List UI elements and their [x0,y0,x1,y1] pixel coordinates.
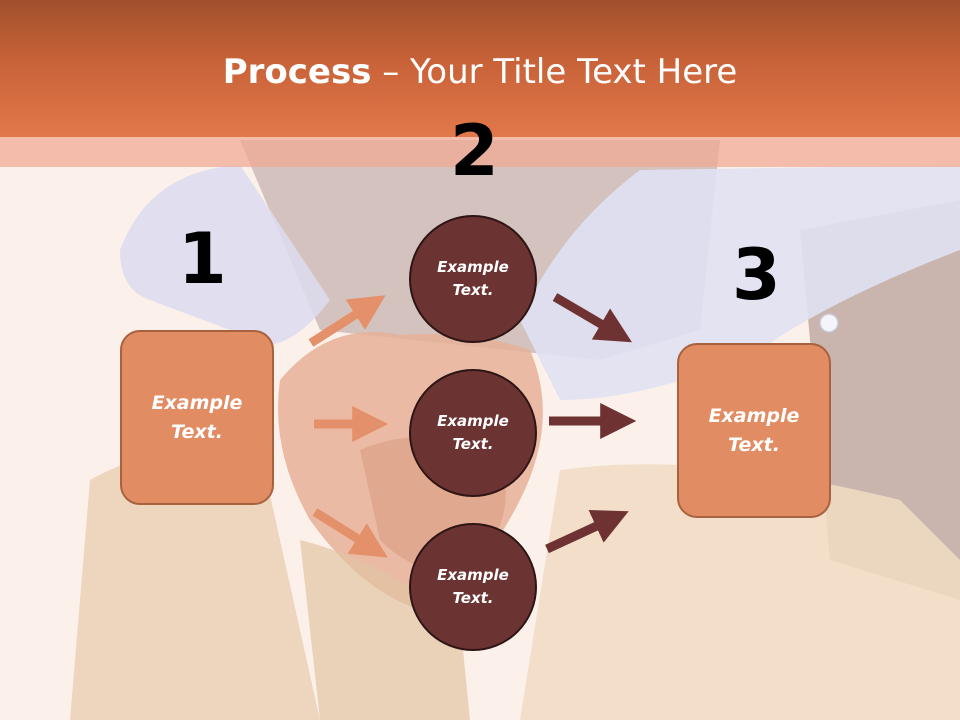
title-bold: Process [222,52,372,92]
step-1-box: Example Text. [120,330,274,505]
title-rest: – Your Title Text Here [371,52,738,92]
step-3-text: Example Text. [708,404,800,456]
arrow-top-to-3 [552,293,632,343]
arrow-bottom-to-3 [545,509,629,554]
step-number-2: 2 [450,110,499,192]
arrow-1-to-top [308,295,386,347]
circle-top-text: Example Text. [437,258,509,299]
circle-top: Example Text. [409,215,537,343]
step-number-1: 1 [178,218,227,300]
arrow-1-to-bottom [312,508,388,558]
circle-bottom-text: Example Text. [437,566,509,607]
title-strip [0,137,960,167]
step-number-3: 3 [732,234,781,316]
step-1-text: Example Text. [151,391,243,443]
step-3-box: Example Text. [677,343,831,518]
circle-middle: Example Text. [409,369,537,497]
circle-bottom: Example Text. [409,523,537,651]
slide-title: Process – Your Title Text Here [0,52,960,92]
title-bar [0,0,960,137]
circle-middle-text: Example Text. [437,412,509,453]
